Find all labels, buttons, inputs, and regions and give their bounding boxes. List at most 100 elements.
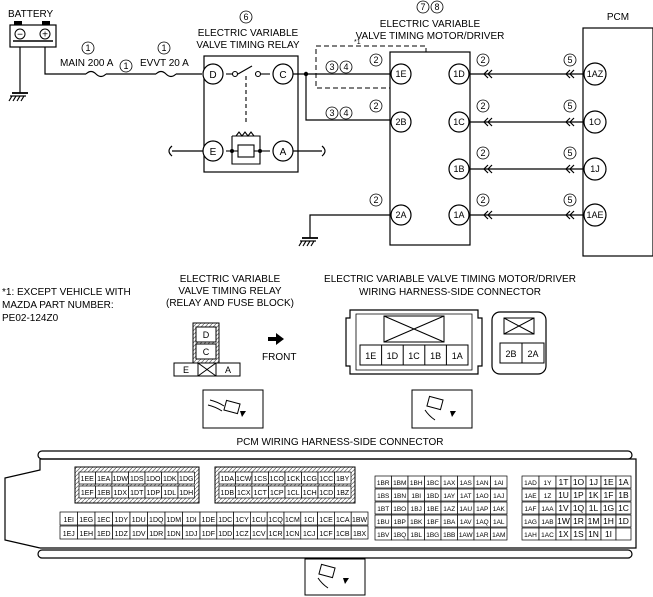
motor-terminal-1e: 1E [395,69,406,79]
pcm-cavity-label: 1AT [460,493,471,500]
pcm-cavity-label: 1DP [146,490,160,497]
pcm-cavity-label: 1ED [97,531,111,538]
pcm-cavity-label: 1BL [410,532,422,539]
marker-2-1a: 2 [480,195,485,205]
motor-pcm-wires [470,69,583,220]
pcm-cavity-label: 1AN [476,480,489,487]
pcm-cavity [490,501,508,515]
pcm-cavity [490,527,508,541]
marker-1a: 1 [85,43,90,53]
pcm-cavity-label: 1CM [285,517,300,524]
pcm-cavity-label: 1EF [81,490,94,497]
motor-conn-pin-1b: 1B [430,351,441,361]
pcm-cavity-label: 1U [558,490,569,500]
pcm-cavity-label: 1DX [113,490,127,497]
pcm-cavity-label: 1DU [132,517,146,524]
pcm-conn-title: PCM WIRING HARNESS-SIDE CONNECTOR [236,437,443,448]
relay-conn-title-3: (RELAY AND FUSE BLOCK) [166,298,294,309]
pcm-cavity-label: 1CT [254,490,268,497]
marker-4a: 4 [343,62,348,72]
pcm-cavity-label: 1AR [476,532,489,539]
pcm-label: PCM [607,12,629,23]
pcm-cavity-label: 1CP [270,490,284,497]
motor-terminal-2a: 2A [395,210,406,220]
pcm-cavity [350,511,369,526]
pcm-cavity-label: 1DQ [149,517,164,524]
pcm-cavity-label: 1R [573,516,584,526]
pcm-cavity-label: 1BF [427,519,439,526]
note-line-2: MAZDA PART NUMBER: [2,300,114,311]
pcm-cavity [334,471,352,485]
pcm-cavity-label: 1BR [377,480,390,487]
motor-title-2: VALVE TIMING MOTOR/DRIVER [356,31,505,42]
pcm-cavity-label: 1DT [130,490,144,497]
pcm-cavity-label: 1CZ [235,531,249,538]
front-label: FRONT [262,352,296,363]
pcm-cavity-label: 1EJ [63,531,75,538]
motor-connector-a [345,309,483,375]
pcm-cavity-label: 1BI [411,493,421,500]
evvt-fuse-label: EVVT 20 A [140,58,189,69]
pcm-cavity-label: 1AQ [476,519,489,526]
pcm-cavity-label: 1AJ [493,493,504,500]
pcm-cavity-label: 1AI [494,480,504,487]
pcm-cavity-label: 1DY [114,517,128,524]
pcm-cavity-label: 1S [573,529,584,539]
motor-connector-b [491,311,547,375]
marker-2-1d: 2 [480,55,485,65]
pcm-cavity-label: 1CX [237,490,251,497]
pcm-cavity-label: 1DV [132,531,146,538]
pcm-cavity-label: 1I [605,529,612,539]
pcm-cavity-label: 1CD [319,490,333,497]
pcm-cavity-label: 1BY [336,476,350,483]
pcm-cavity-label: 1AK [493,506,506,513]
battery-wires [8,47,202,102]
pcm-cavity-label: 1F [604,490,614,500]
star1-label: *1 [354,39,361,46]
pcm-cavity-label: 1BC [426,480,439,487]
motor-terminal-2b: 2B [395,117,406,127]
pcm-cavity-label: 1AX [443,480,456,487]
pcm-cavity-label: 1X [558,529,569,539]
pcm-cavity-label: 1BP [394,519,406,526]
marker-2-2b: 2 [373,101,378,111]
relay-pin-c: C [203,347,210,357]
relay-title-1: ELECTRIC VARIABLE [198,28,299,39]
pcm-cavity [615,488,632,502]
pcm-cavity-label: 1C [618,503,629,513]
pcm-cavity-label: 1AE [524,493,537,500]
pcm-cavity-label: 1EG [79,517,93,524]
pcm-cavity-label: 1CF [319,531,332,538]
pcm-cavity-label: 1CU [252,517,266,524]
pcm-terminal-1o: 1O [589,117,601,127]
pcm-cavity-label: 1BB [443,532,455,539]
pcm-cavity [334,485,352,499]
relay-pin-a: A [225,365,231,375]
pcm-cavity-label: 1BJ [411,506,422,513]
motor-conn-pin-1d: 1D [387,351,399,361]
pcm-cavity-label: 1DO [146,476,161,483]
pcm-cavity-label: 1AV [460,519,472,526]
pcm-cavity [615,527,632,541]
pcm-cavity-label: 1BZ [336,490,350,497]
pcm-cavity-label: 1J [589,477,598,487]
note-line-1: *1: EXCEPT VEHICLE WITH [2,287,131,298]
pcm-cavity-label: 1DC [218,517,232,524]
pcm-cavity-label: 1DK [163,476,177,483]
pcm-cavity-label: 1BD [426,493,439,500]
pcm-cavity-label: 1AY [443,493,455,500]
pcm-cavity-label: 1E [603,477,614,487]
pcm-cavity-label: 1CI [304,517,315,524]
pcm-cavity-label: 1BN [393,493,406,500]
pcm-cavity-label: 1AH [524,532,537,539]
pcm-cavity-label: 1CR [269,531,283,538]
pcm-cavity-label: 1EE [81,476,95,483]
pcm-terminal-1j: 1J [590,164,600,174]
pcm-cavity-label: 1DZ [115,531,129,538]
pcm-terminal-1az: 1AZ [587,69,604,79]
pcm-cavity-label: 1DW [112,476,128,483]
pcm-cavity-label: 1BE [427,506,440,513]
pcm-cavity-label: 1Z [544,493,552,500]
plug-illustration-pcm [304,558,366,596]
